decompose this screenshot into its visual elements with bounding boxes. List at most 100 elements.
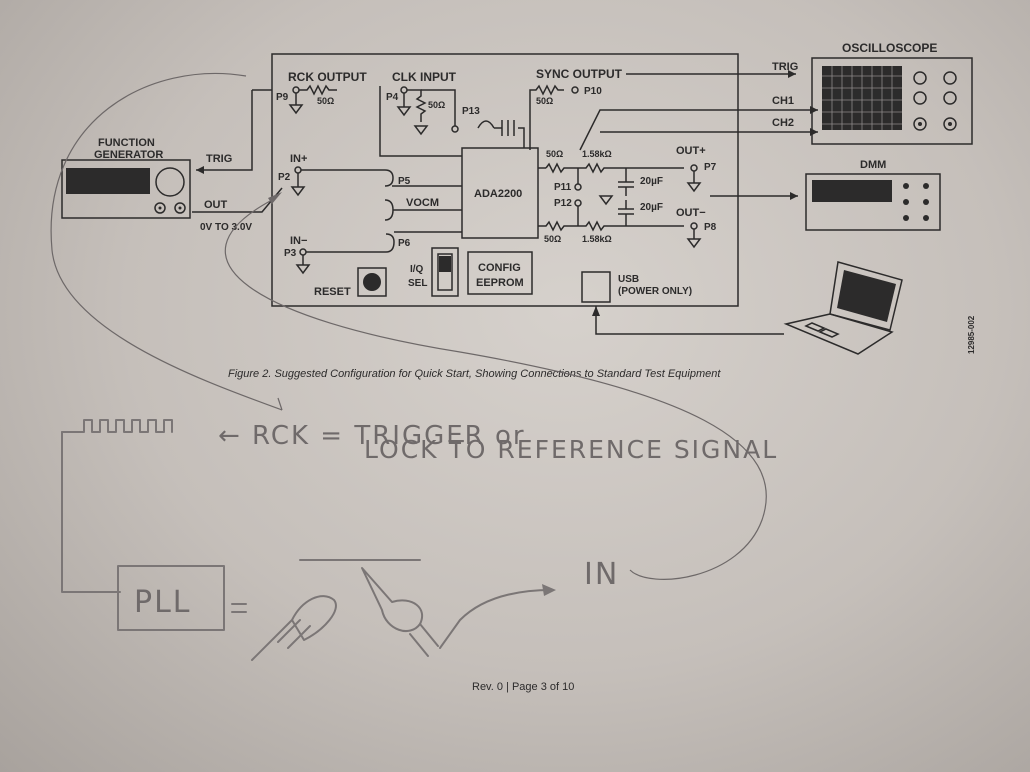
cap-a-label: 20µF: [640, 176, 663, 187]
rck-note: ← RCK = TRIGGER or: [218, 421, 526, 451]
scope-port-1-dot: [918, 122, 922, 126]
laptop-touchpad: [804, 322, 840, 338]
rck-resistor: [299, 84, 337, 96]
in-arrowhead-icon: [542, 584, 556, 596]
r-out-plus-50: 50Ω: [546, 149, 563, 159]
scope-grid: [822, 66, 902, 130]
clk-pad: [451, 125, 459, 133]
laptop-screen: [837, 270, 896, 322]
ch1-trace: [579, 109, 818, 151]
ch2-arrow-icon: [810, 128, 818, 136]
sync-resistor: [529, 84, 564, 150]
p2-terminal: [294, 166, 302, 174]
reset-button: [357, 267, 387, 297]
config-eeprom-box: [467, 251, 533, 295]
out-plus-resistors: [545, 162, 684, 174]
rck-output-label: RCK OUTPUT: [288, 70, 367, 84]
dmm-dot-3: [903, 199, 909, 205]
pll-output-marks: [231, 603, 247, 613]
clk-input-label: CLK INPUT: [392, 70, 457, 84]
p9-terminal: [292, 86, 300, 94]
dmm-title: DMM: [860, 159, 886, 171]
iq-sel-switch: [431, 247, 459, 297]
usb-connector: [581, 271, 611, 303]
pll-box: [117, 565, 225, 631]
reset-label: RESET: [314, 286, 351, 298]
fg-title-2: GENERATOR: [94, 149, 163, 161]
scope-ch2-label: CH2: [772, 117, 794, 129]
scope-ch1-label: CH1: [772, 95, 794, 107]
p9-ground-icon: [288, 93, 304, 115]
fg-port-2-icon: [174, 202, 186, 214]
scope-port-1-icon: [913, 117, 927, 131]
iq-sel-knob: [439, 256, 451, 272]
figure-caption: Figure 2. Suggested Configuration for Qu…: [228, 368, 721, 380]
usb-label-1: USB: [618, 274, 639, 285]
dmm-box: [805, 173, 941, 231]
dmm-arrow-icon: [790, 192, 798, 200]
ch1-arrow-icon: [810, 106, 818, 114]
p3-label: P3: [284, 248, 297, 259]
led-1-icon: [251, 595, 337, 661]
function-generator-box: [61, 159, 191, 219]
usb-label-2: (POWER ONLY): [618, 286, 692, 297]
scope-knob-3: [913, 91, 927, 105]
fg-port-2-dot: [178, 206, 182, 210]
eval-board-outline: [271, 53, 739, 307]
dmm-dot-6: [923, 215, 929, 221]
config-label-2: EEPROM: [476, 277, 524, 289]
scope-knob-2: [943, 71, 957, 85]
p8-ground-icon: [686, 229, 702, 249]
out-minus-resistors: [538, 220, 684, 232]
scope-port-2-dot: [948, 122, 952, 126]
fg-display: [66, 168, 150, 194]
scope-knob-1: [913, 71, 927, 85]
scope-port-2-icon: [943, 117, 957, 131]
crystal-p13: [477, 120, 525, 148]
dmm-display: [812, 180, 892, 202]
scope-knob-4: [943, 91, 957, 105]
fg-port-1-dot: [158, 206, 162, 210]
vocm-trace: [384, 199, 462, 221]
trig-arrow-icon: [788, 70, 796, 78]
scope-trig-label: TRIG: [772, 61, 798, 73]
pll-feedback-line: [61, 431, 121, 593]
ada2200-chip: [461, 147, 539, 239]
oscilloscope-box: [811, 57, 973, 145]
rck-to-fg-trig: [196, 89, 272, 171]
in-minus-label: IN−: [290, 235, 307, 247]
rck-to-chip-trace: [379, 86, 462, 157]
fg-out-label: OUT: [204, 199, 228, 211]
dmm-dot-2: [923, 183, 929, 189]
in-plus-label: IN+: [290, 153, 307, 165]
p12-label: P12: [554, 198, 572, 209]
out-minus-label: OUT−: [676, 207, 706, 219]
iq-sel-slot: [437, 253, 453, 291]
p3-terminal: [299, 248, 307, 256]
p12-terminal: [574, 199, 582, 207]
p13-label: P13: [462, 106, 480, 117]
pencil-arrowhead-rck: [277, 397, 283, 411]
dmm-dot-4: [923, 199, 929, 205]
r-out-minus-50: 50Ω: [544, 234, 561, 244]
p5-label: P5: [398, 176, 411, 187]
p11-label: P11: [554, 182, 572, 193]
out-plus-label: OUT+: [676, 145, 706, 157]
p7-terminal: [690, 164, 698, 172]
fg-title-1: FUNCTION: [98, 137, 155, 149]
p7-label: P7: [704, 162, 717, 173]
pll-label: PLL: [134, 585, 192, 620]
p2-ground-icon: [290, 173, 306, 197]
scope-title: OSCILLOSCOPE: [842, 41, 937, 55]
p10-terminal: [571, 86, 579, 94]
square-wave: [61, 419, 173, 439]
p4-label: P4: [386, 92, 399, 103]
p3-ground-icon: [295, 255, 311, 275]
p8-label: P8: [704, 222, 717, 233]
p10-label: P10: [584, 86, 602, 97]
page-footer: Rev. 0 | Page 3 of 10: [472, 681, 574, 693]
sync-output-label: SYNC OUTPUT: [536, 67, 623, 81]
output-capacitors: [618, 168, 634, 226]
